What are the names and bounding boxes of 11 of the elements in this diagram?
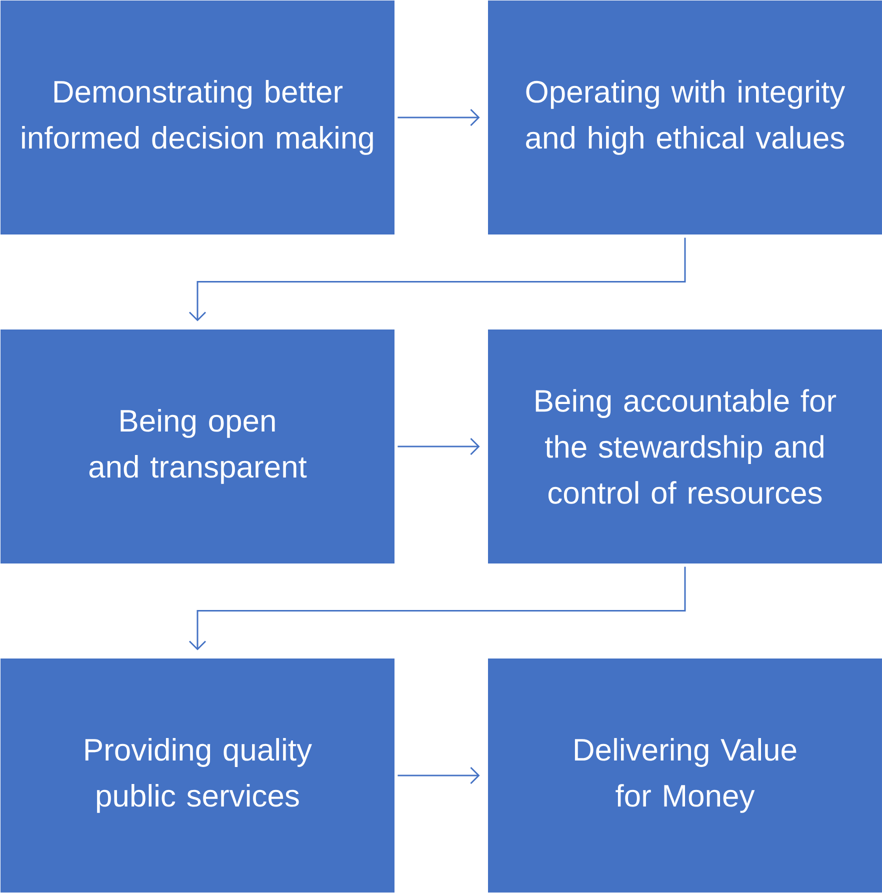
process-box: Operating with integrity and high ethical values: [488, 0, 882, 234]
process-box: Delivering Value for Money: [488, 658, 882, 892]
arrow: [398, 766, 480, 784]
arrow: [188, 238, 686, 322]
process-box: Providing quality public services: [0, 658, 394, 892]
arrow: [398, 438, 480, 456]
process-box: Demonstrating better informed decision making: [0, 0, 394, 234]
arrow: [398, 108, 480, 126]
process-box: Being accountable for the stewardship and control of resources: [488, 330, 882, 564]
arrow: [188, 566, 686, 650]
process-box: Being open and transparent: [0, 330, 394, 564]
